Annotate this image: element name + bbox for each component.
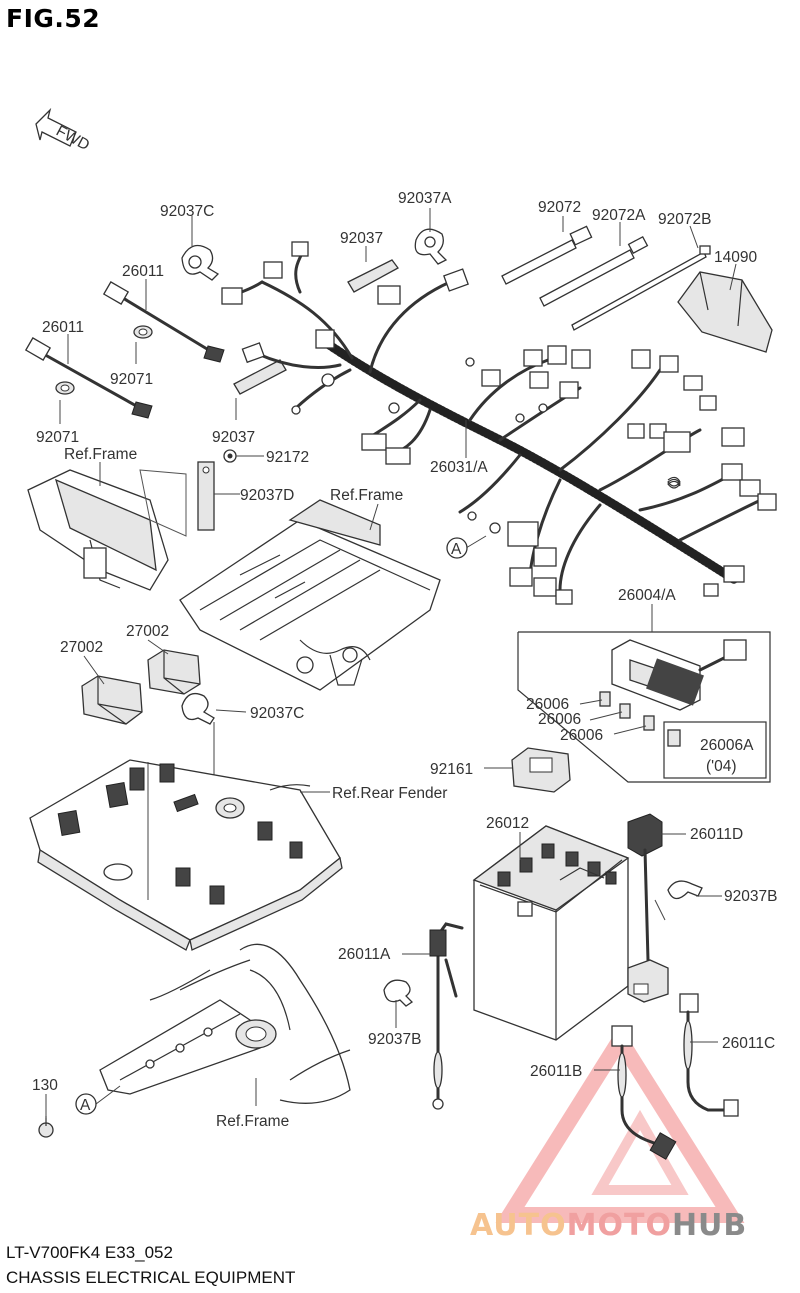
label-92071-upper: 92071: [110, 371, 153, 388]
fwd-label: FWD: [53, 123, 92, 155]
cable-tie-92037: [347, 259, 399, 293]
cable-tie-92037-lower: [233, 359, 287, 395]
label-27002-left: 27002: [60, 639, 103, 656]
bolt-92172: [223, 449, 237, 463]
label-ref-rear-fender: Ref.Rear Fender: [332, 785, 447, 802]
label-92037c-lower: 92037C: [250, 705, 304, 722]
label-ref-frame-center: Ref.Frame: [330, 487, 403, 504]
ref-frame-bottom: [99, 943, 351, 1104]
label-130: 130: [32, 1077, 58, 1094]
clamp-92037a: [414, 228, 448, 265]
label-92037b-left: 92037B: [368, 1031, 421, 1048]
leader-lines: [45, 208, 737, 1118]
label-14090: 14090: [714, 249, 757, 266]
label-26006-3: 26006: [560, 727, 603, 744]
label-92037c-top: 92037C: [160, 203, 214, 220]
cable-26011d: [627, 813, 669, 1003]
callout-a-frame: A: [75, 1093, 97, 1115]
grommet-92071-lower: [55, 381, 75, 395]
label-ref-frame-bottom: Ref.Frame: [216, 1113, 289, 1130]
label-92172: 92172: [266, 449, 309, 466]
label-26011a: 26011A: [338, 946, 391, 963]
ref-frame-bracket-left: [27, 469, 187, 591]
ref-frame-center: [179, 499, 441, 691]
watermark-text: AUTOMOTOHUB: [470, 1208, 748, 1243]
label-92037-lower: 92037: [212, 429, 255, 446]
label-92037d: 92037D: [240, 487, 294, 504]
label-26012: 26012: [486, 815, 529, 832]
cable-26011b: [611, 1025, 677, 1160]
cable-tie-92072a: [539, 235, 649, 307]
callout-a-harness: A: [446, 537, 468, 559]
label-26006a: 26006A: [700, 737, 754, 754]
label-92037-top: 92037: [340, 230, 383, 247]
label-26011-lower: 26011: [42, 319, 84, 336]
label-92037b-right: 92037B: [724, 888, 777, 905]
label-92161: 92161: [430, 761, 473, 778]
bolt-130: [38, 1116, 54, 1138]
svg-text:A: A: [451, 541, 462, 558]
cable-tie-92072b: [571, 245, 711, 331]
fwd-arrow-icon: FWD: [35, 107, 92, 155]
label-92072a: 92072A: [592, 207, 646, 224]
harness-connectors: [221, 241, 777, 605]
clamp-92037c-top: [181, 244, 220, 281]
fuse-box-group: [517, 631, 771, 783]
grommet-92071-upper: [133, 325, 153, 339]
label-92071-lower: 92071: [36, 429, 79, 446]
rear-fender: [29, 759, 343, 951]
part-labels: 92037C 92037A 92037 92072 92072A 92072B …: [32, 190, 777, 1130]
relay-27002-right: [147, 649, 201, 695]
label-92072b: 92072B: [658, 211, 711, 228]
clamp-92037b-left: [383, 979, 414, 1007]
cover-14090: [677, 271, 773, 353]
relay-27002-left: [81, 675, 143, 725]
label-ref-frame-left: Ref.Frame: [64, 446, 137, 463]
label-26031a: 26031/A: [430, 459, 488, 476]
label-26011-upper: 26011: [122, 263, 164, 280]
cable-26011c: [679, 993, 739, 1117]
clamp-92037b-right: [667, 880, 703, 900]
label-04: ('04): [706, 758, 737, 775]
label-26004a: 26004/A: [618, 587, 676, 604]
label-26011b: 26011B: [530, 1063, 582, 1080]
figure-title: FIG.52: [6, 4, 101, 33]
label-26006-1: 26006: [526, 696, 569, 713]
cable-26011-upper: [102, 281, 225, 363]
label-26006-2: 26006: [538, 711, 581, 728]
svg-text:A: A: [80, 1097, 91, 1114]
battery-26012: [472, 825, 630, 1041]
label-92072: 92072: [538, 199, 581, 216]
fuse-holder-92161: [511, 747, 571, 793]
cable-tie-92072: [501, 225, 593, 285]
clip-92037d: [197, 461, 215, 531]
label-26011d: 26011D: [690, 826, 743, 843]
label-27002-right: 27002: [126, 623, 169, 640]
label-26011c: 26011C: [722, 1035, 775, 1052]
model-code: LT-V700FK4 E33_052: [6, 1243, 173, 1262]
cable-26011-lower: [24, 337, 153, 419]
section-title: CHASSIS ELECTRICAL EQUIPMENT: [6, 1268, 296, 1287]
label-92037a: 92037A: [398, 190, 452, 207]
cable-26011a: [429, 922, 464, 1110]
